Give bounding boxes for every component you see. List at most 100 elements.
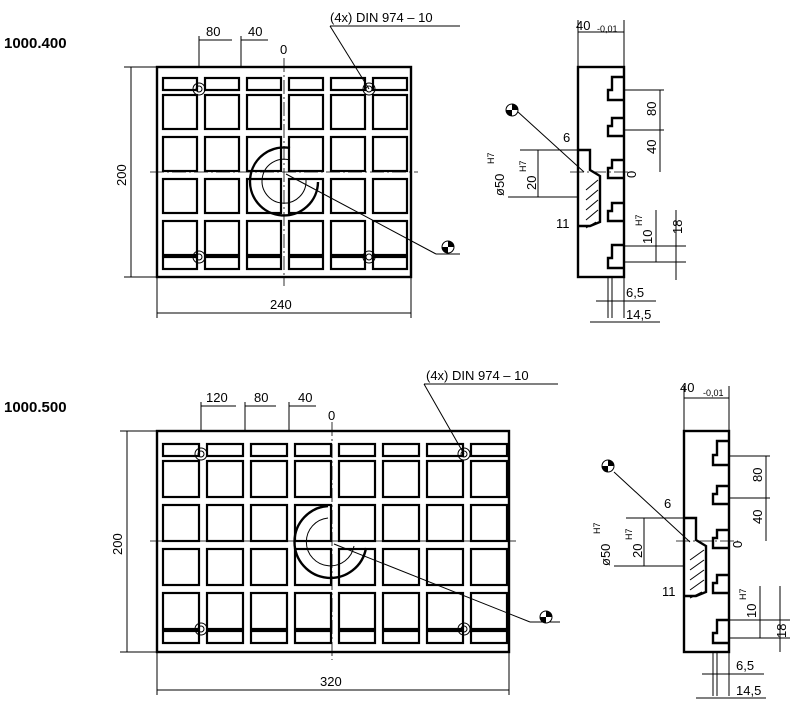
surface-symbol-icon	[441, 240, 455, 254]
side-dia-fit: H7	[486, 152, 496, 164]
edge-pocket	[293, 629, 333, 645]
side-dim-10-fit: H7	[738, 588, 748, 600]
slot-pocket	[161, 177, 199, 215]
dim-0: 0	[328, 408, 335, 423]
side-dim-6-5: 6,5	[626, 285, 644, 300]
edge-pocket	[203, 255, 241, 271]
edge-pocket	[245, 255, 283, 271]
side-width-tol: -0,01	[597, 24, 618, 34]
edge-pocket	[469, 442, 509, 458]
slot-pocket	[205, 503, 245, 543]
slot-pocket	[205, 547, 245, 587]
side-dim-20: 20	[630, 544, 645, 558]
bore-arc-outer	[293, 504, 368, 580]
edge-pocket	[293, 442, 333, 458]
side-dim-18: 18	[774, 624, 789, 638]
slot-pocket	[425, 503, 465, 543]
plate-outline	[155, 429, 511, 654]
top-dimensions: 120 80 40 0 (4x) DIN 974 – 10	[200, 368, 558, 455]
slot-pocket	[293, 459, 333, 499]
part-number-label: 1000.400	[4, 35, 67, 52]
slot-pocket	[161, 503, 201, 543]
edge-pocket	[469, 629, 509, 645]
width-dim: 320	[320, 674, 342, 689]
slot-pocket	[249, 591, 289, 631]
dim-40: 40	[298, 390, 312, 405]
side-dim-6-5: 6,5	[736, 658, 754, 673]
edge-pocket	[203, 76, 241, 92]
side-dim-6: 6	[664, 496, 671, 511]
edge-pocket	[329, 76, 367, 92]
slot-pocket	[203, 135, 241, 173]
slot-pocket	[293, 591, 333, 631]
surface-symbol-icon	[601, 459, 615, 473]
surface-symbol-icon	[505, 103, 519, 117]
slot-pocket	[337, 503, 377, 543]
slot-pocket	[245, 219, 283, 257]
slot-pocket	[287, 219, 325, 257]
drawing-1000-400: 1000.400	[4, 10, 686, 323]
slot-pocket	[249, 459, 289, 499]
side-width-dim: 40	[680, 380, 694, 395]
width-dim: 240	[270, 297, 292, 312]
t-slot-2	[606, 116, 624, 138]
bore-arc-outer	[248, 146, 320, 217]
edge-pocket	[287, 76, 325, 92]
dim-120: 120	[206, 390, 228, 405]
surface-symbol-icon	[539, 610, 553, 624]
edge-pocket	[249, 442, 289, 458]
din-callout: (4x) DIN 974 – 10	[426, 368, 529, 383]
edge-pocket	[329, 255, 367, 271]
slot-pocket	[425, 547, 465, 587]
edge-pocket	[425, 442, 465, 458]
t-slot-2	[711, 484, 729, 506]
slot-pocket	[161, 547, 201, 587]
slot-pocket	[203, 93, 241, 131]
bore-arc-inner	[261, 158, 307, 204]
slot-pocket	[249, 547, 289, 587]
dim-0: 0	[280, 42, 287, 57]
bore-leader-line	[285, 173, 437, 255]
edge-pocket	[425, 629, 465, 645]
hole-bottom-right	[362, 250, 376, 264]
slot-pocket	[293, 547, 333, 587]
hole-top-left	[194, 447, 208, 461]
hole-top-right	[362, 82, 376, 96]
side-dim-11: 11	[662, 584, 676, 599]
t-slot-3	[711, 528, 729, 550]
edge-pocket	[381, 442, 421, 458]
slot-pocket	[337, 591, 377, 631]
slot-pocket	[381, 503, 421, 543]
side-dim-10: 10	[744, 604, 759, 618]
side-dim-10: 10	[640, 230, 655, 244]
slot-pocket	[287, 135, 325, 173]
edge-pocket	[161, 442, 201, 458]
slot-pocket	[329, 219, 367, 257]
slot-pocket	[371, 219, 409, 257]
edge-pocket	[205, 442, 245, 458]
slot-pocket	[245, 93, 283, 131]
side-dim-0: 0	[730, 541, 745, 548]
hole-top-left	[192, 82, 206, 96]
slot-pocket	[161, 219, 199, 257]
side-dim-14-5: 14,5	[626, 307, 651, 322]
side-dim-10-fit: H7	[634, 214, 644, 226]
slot-pocket	[381, 459, 421, 499]
side-dim-80: 80	[644, 102, 659, 116]
plan-view	[150, 58, 460, 286]
side-view: 40 -0,01 80 40 0 10 H7 18 6,5 14,5	[592, 380, 790, 699]
edge-pocket	[205, 629, 245, 645]
hatching	[689, 549, 705, 599]
side-dim-20-fit: H7	[518, 160, 528, 172]
side-outline	[682, 429, 731, 654]
side-dim-20-fit: H7	[624, 528, 634, 540]
slot-pocket	[161, 591, 201, 631]
slot-pocket	[205, 591, 245, 631]
t-slot-4	[606, 201, 624, 223]
bore-section	[684, 516, 708, 598]
side-dia-fit: H7	[592, 522, 602, 534]
slot-pocket	[371, 177, 409, 215]
slot-pocket	[425, 459, 465, 499]
t-slot-5	[606, 243, 624, 270]
bore-arc-inner	[305, 517, 355, 567]
